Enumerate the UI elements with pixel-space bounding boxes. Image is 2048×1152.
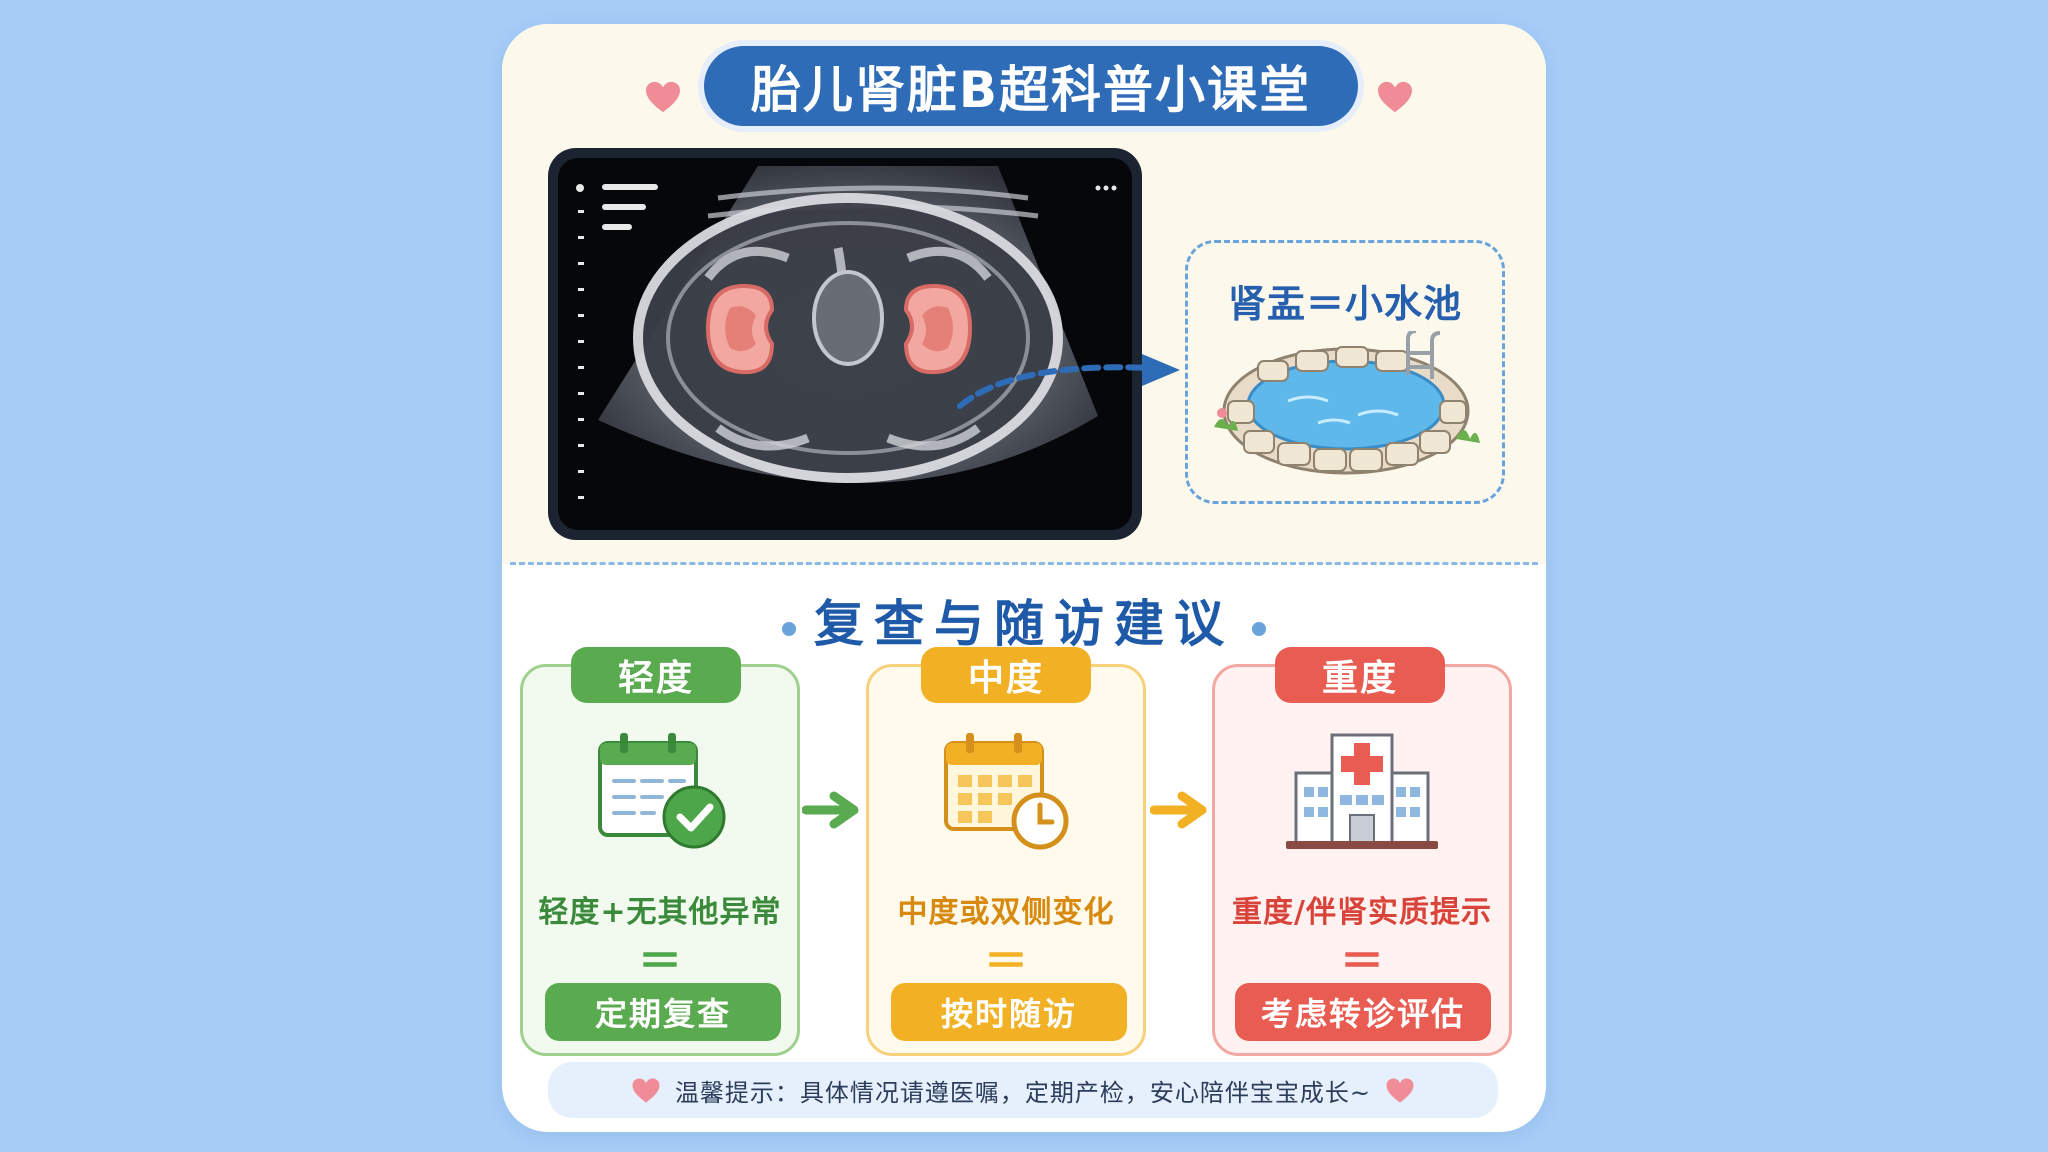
tip-bar: 温馨提示：具体情况请遵医嘱，定期产检，安心陪伴宝宝成长~: [548, 1062, 1498, 1118]
ultrasound-monitor: [548, 148, 1142, 540]
level-action: 定期复查: [545, 983, 781, 1041]
dashed-arrow-icon: [957, 354, 1180, 409]
heart-icon: [1376, 80, 1414, 114]
calendar-clock-icon: [944, 733, 1069, 850]
level-tag: 轻度: [571, 647, 741, 703]
level-tag: 中度: [921, 647, 1091, 703]
level-action: 考虑转诊评估: [1235, 983, 1491, 1041]
title-dot: [1252, 622, 1266, 636]
level-action: 按时随访: [891, 983, 1127, 1041]
level-card-severe: 重度 重度/伴肾实质提示 ＝ 考虑转诊评估: [1212, 647, 1512, 1056]
level-condition: 重度/伴肾实质提示: [1232, 895, 1492, 930]
level-card-moderate: 中度 中度或双侧变化 ＝ 按时随访: [866, 647, 1146, 1056]
arrow-right-icon: [1150, 791, 1207, 829]
tip-text: 温馨提示：具体情况请遵医嘱，定期产检，安心陪伴宝宝成长~: [674, 1078, 1372, 1107]
equals-sign: ＝: [638, 936, 682, 987]
section-divider: [510, 562, 1538, 565]
heart-icon: [631, 1077, 661, 1104]
equals-sign: ＝: [1340, 936, 1384, 987]
level-condition: 轻度+无其他异常: [538, 895, 782, 930]
renal-pelvis-analogy: 肾盂＝小水池: [1185, 240, 1505, 504]
heart-icon: [644, 80, 682, 114]
level-card-mild: 轻度 轻度+无其他异常 ＝ 定期复查: [520, 647, 800, 1056]
level-tag: 重度: [1275, 647, 1445, 703]
infographic-card: 胎儿肾脏B超科普小课堂: [502, 24, 1546, 1132]
heart-icon: [1385, 1077, 1415, 1104]
analogy-label: 肾盂＝小水池: [1227, 282, 1462, 326]
section-title: 复查与随访建议: [814, 595, 1234, 653]
kidney-right: [903, 283, 973, 375]
level-condition: 中度或双侧变化: [897, 895, 1115, 930]
page-title: 胎儿肾脏B超科普小课堂: [698, 40, 1364, 132]
title-dot: [782, 622, 796, 636]
equals-sign: ＝: [984, 936, 1028, 987]
pool-icon: [1214, 331, 1480, 475]
calendar-check-icon: [598, 733, 726, 849]
kidney-left: [705, 283, 775, 375]
hospital-icon: [1286, 733, 1438, 849]
ultrasound-screen: [558, 158, 1132, 530]
arrow-right-icon: [802, 791, 859, 829]
ultrasound-image: [576, 166, 1117, 499]
